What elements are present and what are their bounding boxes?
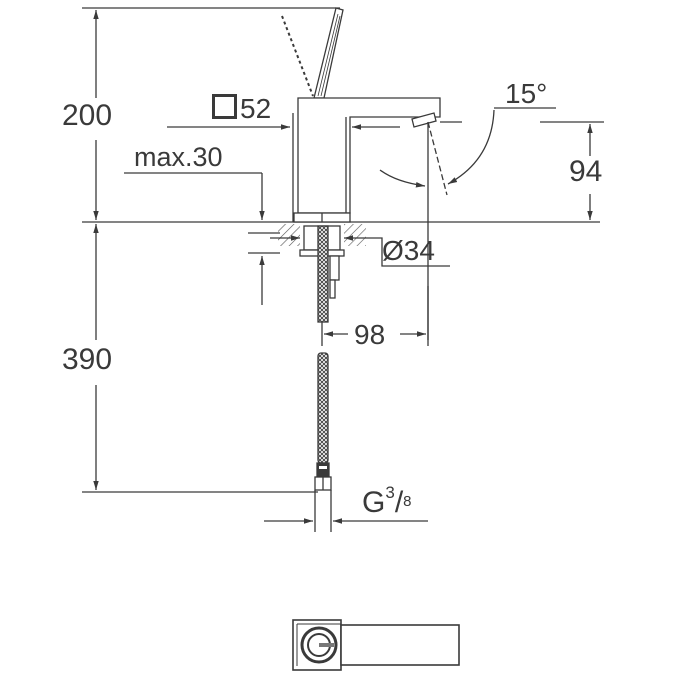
label-200: 200 <box>62 99 113 132</box>
label-15-degree: 15° <box>505 78 548 109</box>
label-g38: G3/8 <box>362 484 412 519</box>
thread-prefix: G <box>362 486 386 519</box>
label-max30: max.30 <box>134 142 223 172</box>
square-icon <box>212 94 237 119</box>
side-pipe <box>329 255 340 281</box>
dim-98 <box>321 286 429 346</box>
top-view <box>292 619 460 671</box>
label-diameter-34: Ø34 <box>382 235 435 266</box>
dim-200 <box>82 7 340 220</box>
aerator <box>411 112 437 128</box>
thread-denominator: 8 <box>403 493 412 510</box>
label-98: 98 <box>354 319 386 350</box>
label-52-value: 52 <box>240 93 272 124</box>
hose-fitting <box>314 462 332 532</box>
label-390: 390 <box>62 343 113 376</box>
flexible-hose <box>317 352 329 464</box>
faucet-body <box>297 97 441 214</box>
logo-mark-icon <box>300 626 338 664</box>
label-94: 94 <box>569 155 603 188</box>
dim-94 <box>540 121 604 220</box>
label-52: 52 <box>212 94 271 123</box>
threaded-rod <box>317 225 329 323</box>
dim-390 <box>82 224 318 493</box>
dim-15-degree <box>379 107 556 340</box>
thread-numerator: 3 <box>385 483 395 502</box>
dim-max30 <box>124 172 280 305</box>
lever-handle <box>281 7 344 99</box>
thread-slash: / <box>394 486 404 519</box>
dim-52 <box>167 113 294 222</box>
